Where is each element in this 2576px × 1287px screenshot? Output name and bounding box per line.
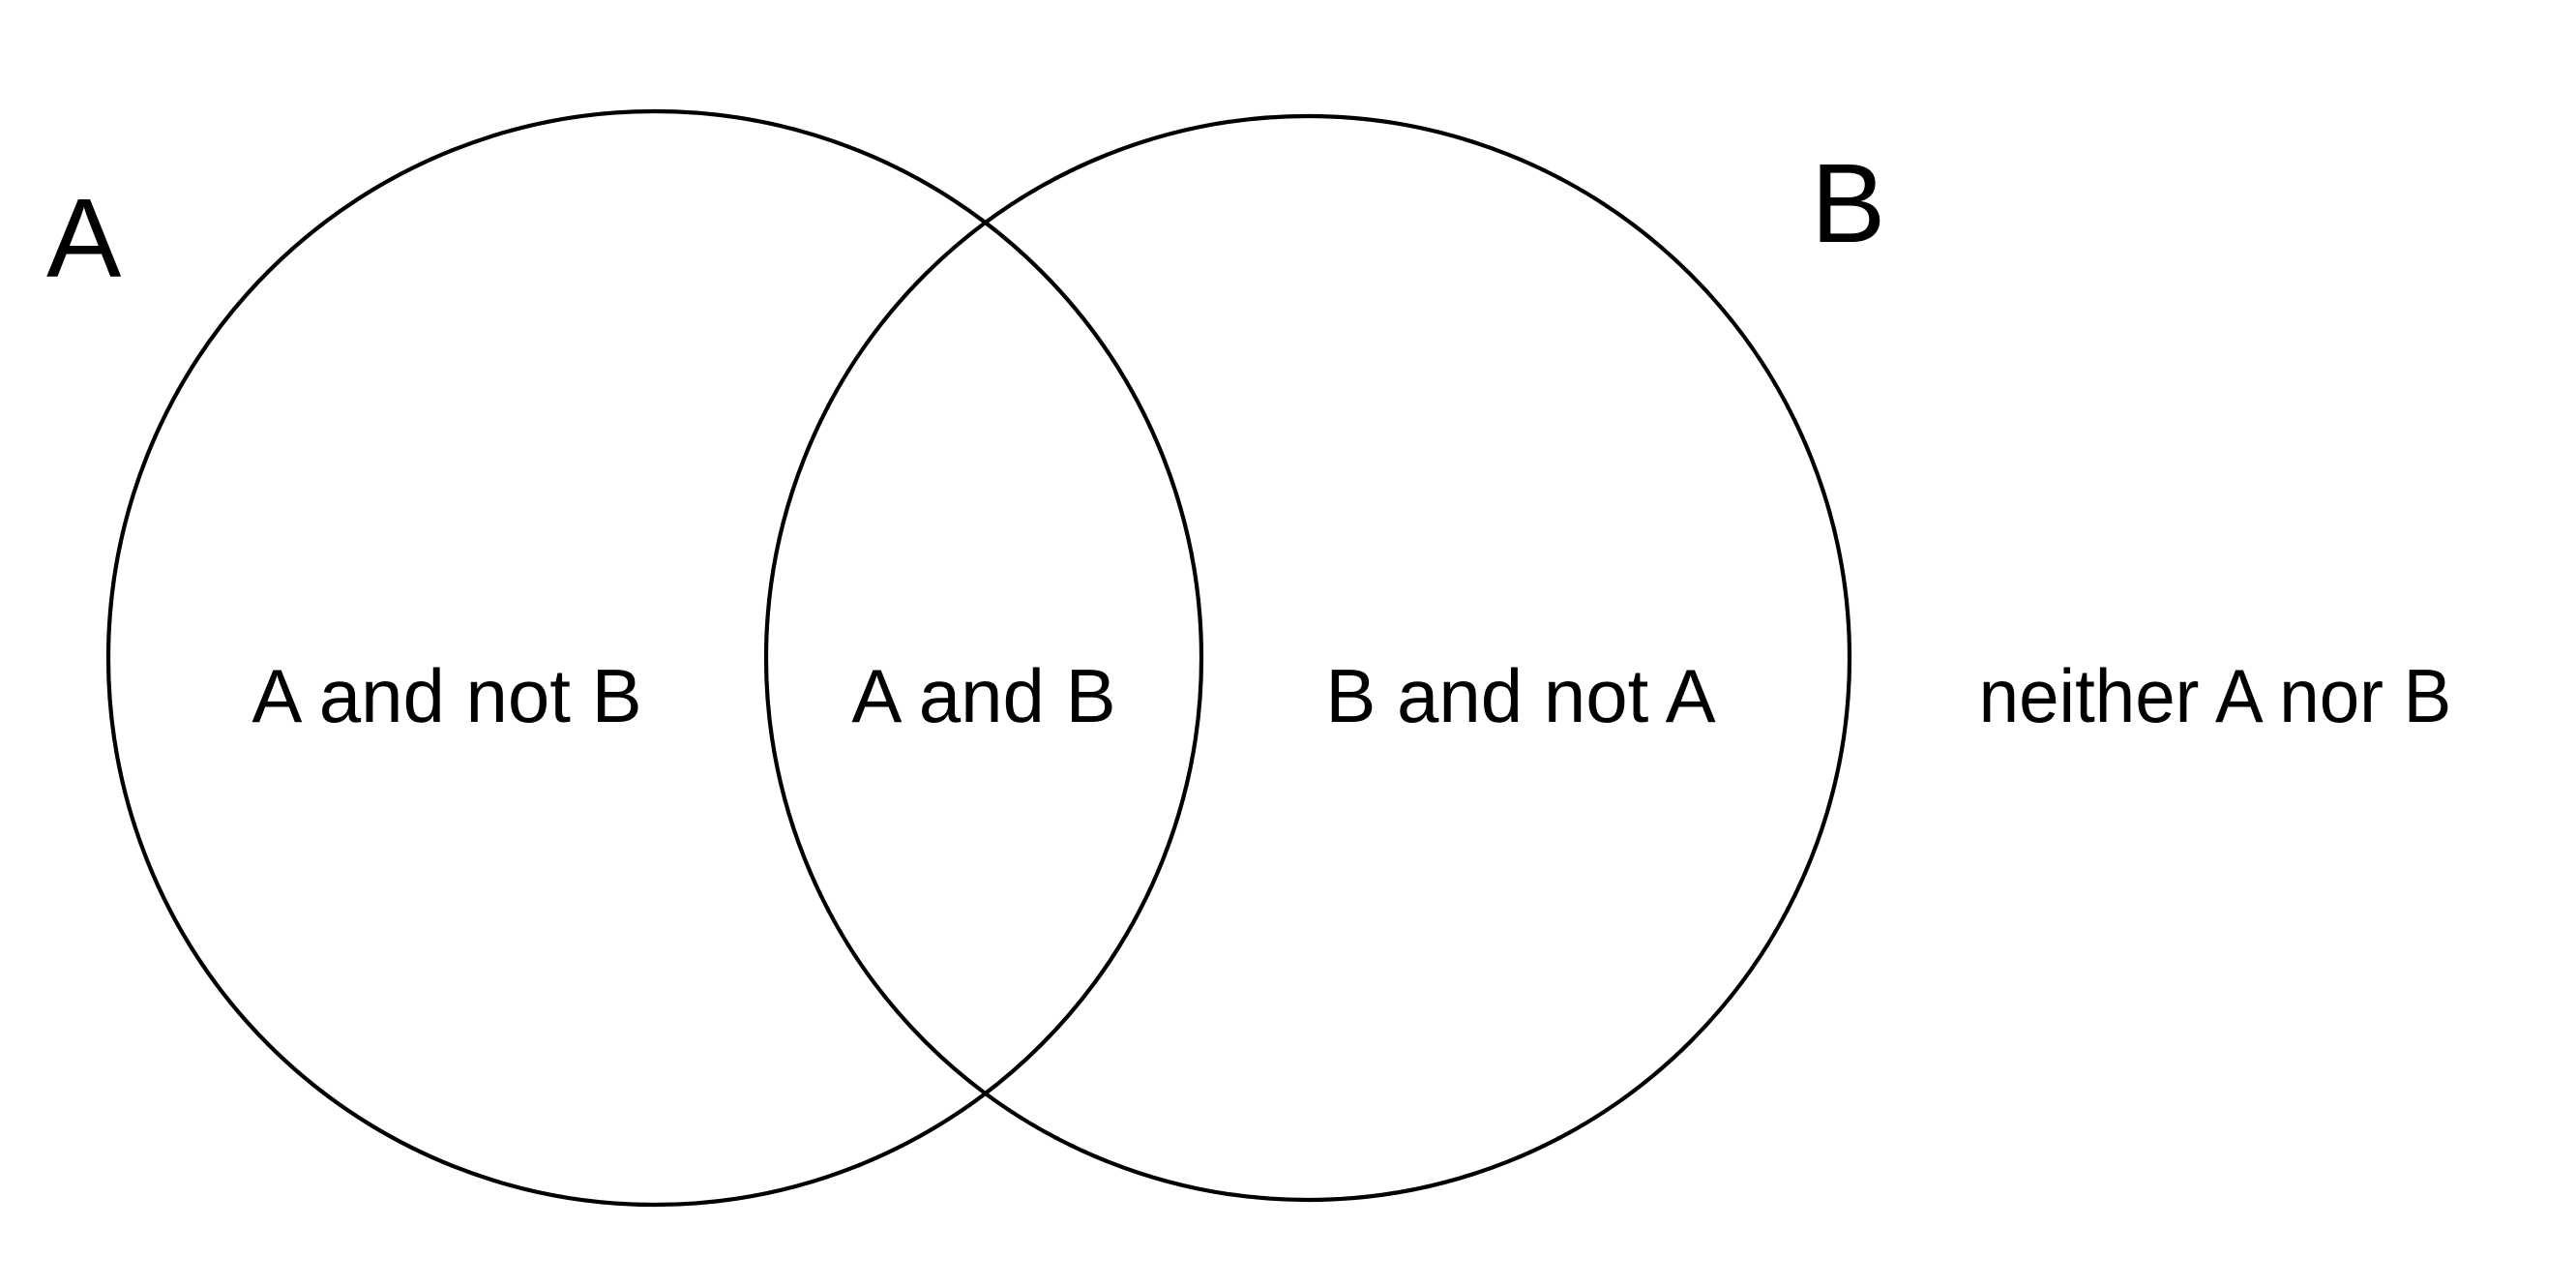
region-label-a-and-b: A and B (851, 653, 1116, 738)
circle-set-b[interactable] (763, 113, 1852, 1203)
set-b-label: B (1811, 140, 1886, 266)
region-label-neither-a-nor-b: neither A nor B (1978, 653, 2452, 738)
region-label-b-and-not-a: B and not A (1325, 653, 1716, 738)
region-label-a-and-not-b: A and not B (252, 653, 642, 738)
circle-set-a[interactable] (105, 108, 1204, 1208)
set-a-label: A (46, 175, 122, 301)
